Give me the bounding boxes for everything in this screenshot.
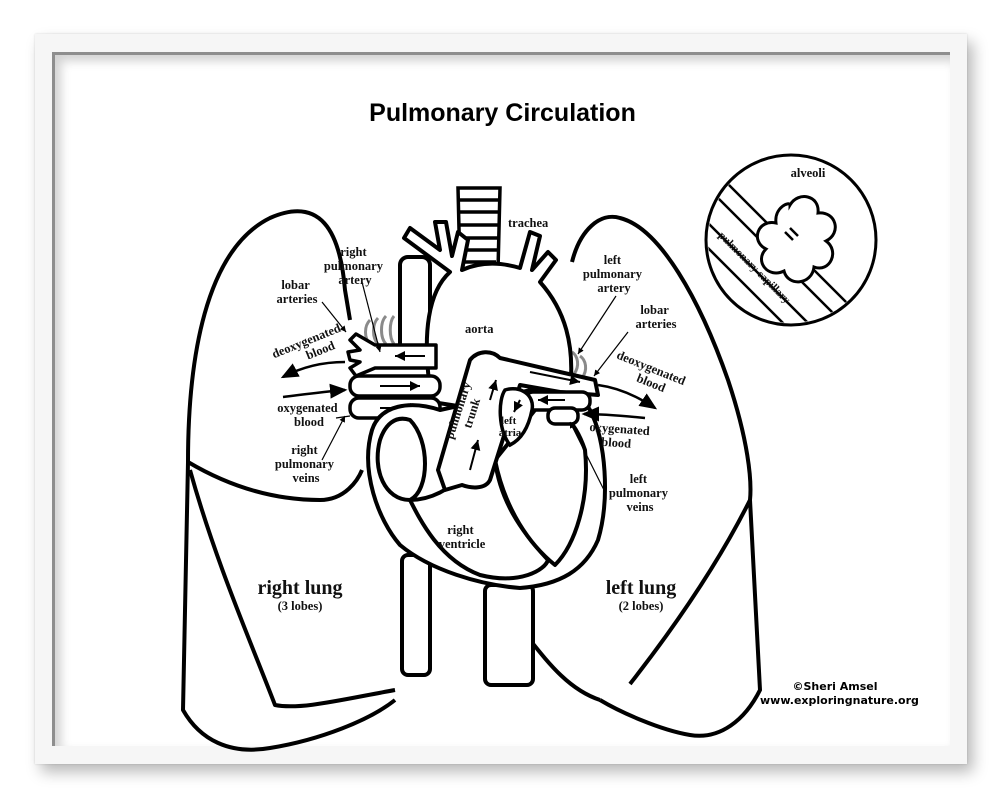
label-aorta: aorta xyxy=(465,322,494,336)
label-line: ventricle xyxy=(439,537,486,551)
right-lung-fissure-oblique xyxy=(188,469,396,709)
blood-flow-arrows xyxy=(280,360,658,422)
label-line: artery xyxy=(597,281,631,295)
label-line: blood xyxy=(601,435,632,451)
descending-aorta xyxy=(483,583,535,687)
label-line: lobar xyxy=(640,303,669,317)
label-line: oxygenated xyxy=(277,401,337,415)
label-left-lung-lobes: (2 lobes) xyxy=(619,599,664,613)
label-line: oxygenated xyxy=(589,420,650,438)
label-line: artery xyxy=(338,273,372,287)
label-left-pulmonary-veins: left pulmonary veins xyxy=(609,472,671,514)
label-right-pulmonary-veins: right pulmonary veins xyxy=(275,443,337,485)
label-line: arteries xyxy=(277,292,318,306)
label-oxygenated-right: oxygenated blood xyxy=(277,401,341,429)
trunk-flow-arrows xyxy=(469,371,581,471)
right-lung-outline xyxy=(181,461,397,752)
left-lung-medial xyxy=(528,638,601,702)
label-line: left xyxy=(630,472,648,486)
page-title: Pulmonary Circulation xyxy=(369,99,636,127)
label-alveoli: alveoli xyxy=(791,166,826,180)
right-lung-upper-lobe xyxy=(186,209,352,463)
label-line: pulmonary xyxy=(324,259,384,273)
label-deoxygenated-left: deoxygenated blood xyxy=(610,348,691,402)
inferior-vena-cava xyxy=(400,553,432,677)
label-line: pulmonary xyxy=(609,486,669,500)
left-atrium xyxy=(498,387,535,448)
credit-author: ©Sheri Amsel xyxy=(792,680,878,693)
left-deoxygenated-arrow xyxy=(597,383,658,410)
left-oxygenated-arrow xyxy=(581,406,646,422)
great-vessels xyxy=(398,255,535,687)
left-lung-outline xyxy=(570,214,762,738)
label-lobar-arteries-right: lobar arteries xyxy=(277,278,318,306)
label-right-lung: right lung xyxy=(257,577,342,599)
label-left-pulmonary-artery: left pulmonary artery xyxy=(583,253,645,295)
label-line: arteries xyxy=(636,317,677,331)
label-line: left xyxy=(604,253,622,267)
right-pulmonary-artery xyxy=(346,332,438,378)
label-line: lobar xyxy=(281,278,310,292)
left-lung xyxy=(528,214,762,738)
label-right-pulmonary-artery: right pulmonary artery xyxy=(324,245,386,287)
label-line: blood xyxy=(294,415,324,429)
right-lung xyxy=(181,209,397,752)
credit-website: www.exploringnature.org xyxy=(760,694,919,707)
label-line: pulmonary xyxy=(583,267,643,281)
label-line: right xyxy=(291,443,318,457)
label-line: right xyxy=(447,523,474,537)
label-right-ventricle: right ventricle xyxy=(439,523,486,551)
label-line: veins xyxy=(626,500,653,514)
right-oxygenated-arrow xyxy=(282,383,348,399)
label-line: left xyxy=(501,415,517,427)
alveoli-inset xyxy=(704,153,878,327)
right-deoxygenated-arrow xyxy=(280,360,346,379)
left-lung-fissure xyxy=(628,499,752,686)
left-pulmonary-vein-lower xyxy=(546,406,580,426)
label-left-lung: left lung xyxy=(606,577,677,599)
label-oxygenated-left: oxygenated blood xyxy=(588,420,653,452)
leader-lines xyxy=(321,281,629,493)
label-lobar-arteries-left: lobar arteries xyxy=(636,303,677,331)
label-line: veins xyxy=(292,471,319,485)
right-atrium xyxy=(375,416,427,502)
alveolus xyxy=(755,195,837,284)
label-line: right xyxy=(340,245,367,259)
label-left-atria: left atria xyxy=(499,415,522,439)
right-lung-fissure-horizontal xyxy=(186,460,364,502)
label-line: pulmonary xyxy=(275,457,335,471)
label-line: atria xyxy=(499,427,522,439)
label-trachea: trachea xyxy=(508,216,549,230)
label-right-lung-lobes: (3 lobes) xyxy=(278,599,323,613)
